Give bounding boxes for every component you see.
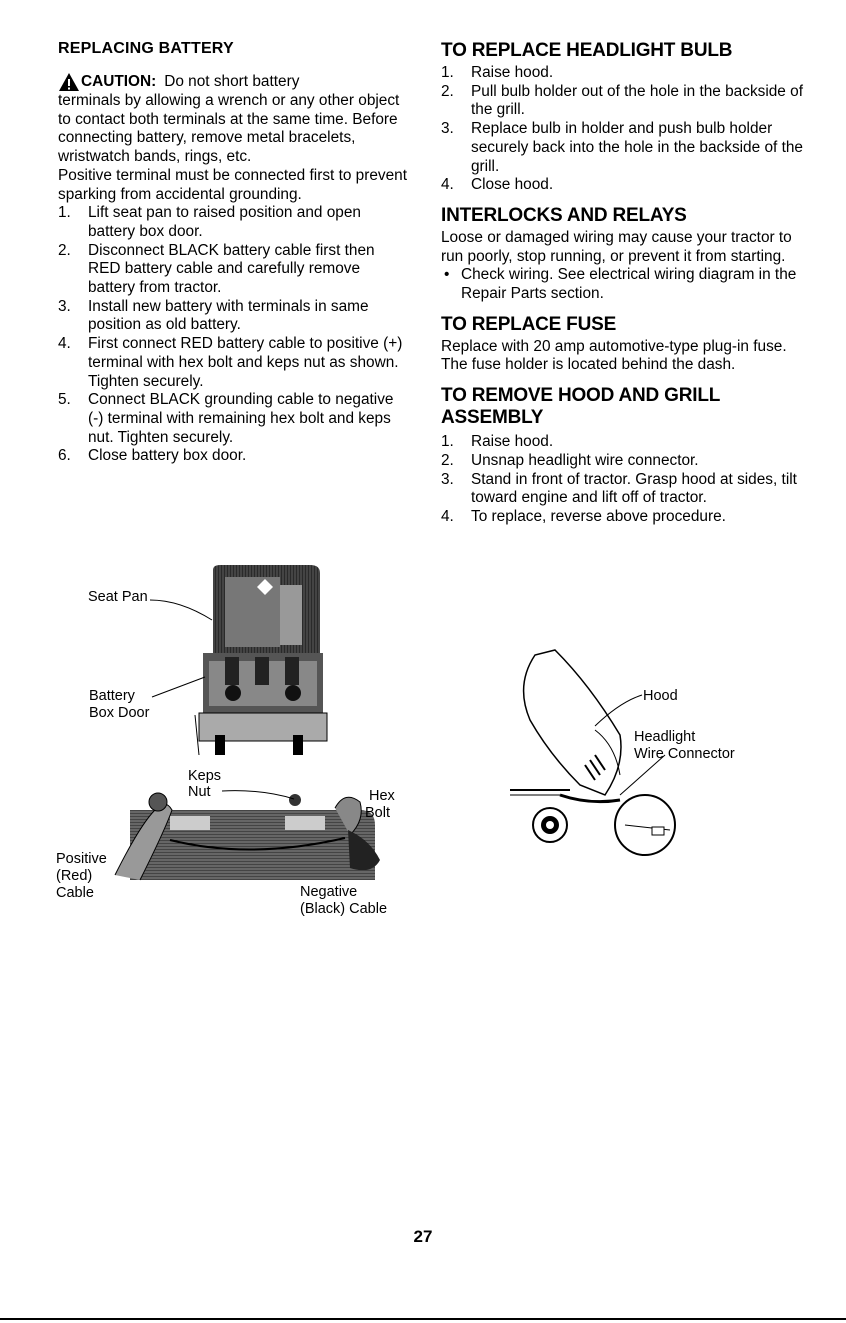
headlight-steps: 1.Raise hood. 2.Pull bulb holder out of … <box>441 64 811 195</box>
battery-step: 3.Install new battery with terminals in … <box>58 297 369 334</box>
battery-step: 6.Close battery box door. <box>58 447 247 465</box>
interlocks-bullets: •Check wiring. See electrical wiring dia… <box>441 266 811 303</box>
positive-cable-label-3: Cable <box>56 885 94 901</box>
headlight-connector-label-1: Headlight <box>634 729 696 745</box>
battery-step: 5.Connect BLACK grounding cable to negat… <box>58 391 394 446</box>
headlight-connector-label-2: Wire Connector <box>634 746 735 762</box>
hood-heading-2: ASSEMBLY <box>441 407 544 429</box>
hood-steps: 1.Raise hood. 2.Unsnap headlight wire co… <box>441 433 811 527</box>
headlight-step: 4.Close hood. <box>441 176 554 194</box>
keps-nut-leader-line <box>222 790 295 800</box>
seat-pan-leader-line <box>150 599 213 621</box>
hood-leader-line <box>594 694 643 727</box>
page-number: 27 <box>413 1227 433 1246</box>
interlocks-text: Loose or damaged wiring may cause your t… <box>441 228 792 265</box>
battery-box-door-label-1: Battery <box>89 688 135 704</box>
battery-box-illustration <box>194 565 328 756</box>
battery-step: 2.Disconnect BLACK battery cable first t… <box>58 241 375 297</box>
battery-step: 4.First connect RED battery cable to pos… <box>58 335 403 390</box>
caution-text: terminals by allowing a wrench or any ot… <box>58 92 400 166</box>
hood-step: 4.To replace, reverse above procedure. <box>441 507 726 525</box>
caution-line: CAUTION: Do not short battery <box>58 72 408 92</box>
interlocks-section: INTERLOCKS AND RELAYS Loose or damaged w… <box>441 205 811 304</box>
hex-bolt-label-2: Bolt <box>365 805 390 821</box>
caution-note: Positive terminal must be connected firs… <box>58 166 408 203</box>
battery-step: 1.Lift seat pan to raised position and o… <box>58 204 361 240</box>
interlocks-heading: INTERLOCKS AND RELAYS <box>441 204 687 226</box>
headlight-heading: TO REPLACE HEADLIGHT BULB <box>441 40 733 61</box>
seat-pan-label: Seat Pan <box>88 589 148 605</box>
hood-section: TO REMOVE HOOD AND GRILL ASSEMBLY 1.Rais… <box>441 385 811 527</box>
replacing-battery-heading: REPLACING BATTERY <box>58 40 234 57</box>
battery-steps: 1.Lift seat pan to raised position and o… <box>58 204 408 466</box>
caution-first: Do not short battery <box>164 73 300 91</box>
right-column: TO REPLACE HEADLIGHT BULB 1.Raise hood. … <box>441 40 811 527</box>
hood-step: 3.Stand in front of tractor. Grasp hood … <box>441 470 797 507</box>
hood-illustration <box>510 649 676 856</box>
fuse-heading: TO REPLACE FUSE <box>441 313 617 335</box>
warning-triangle-icon <box>59 73 79 91</box>
positive-cable-label-1: Positive <box>56 851 107 867</box>
battery-box-door-label-2: Box Door <box>89 705 150 721</box>
headlight-step: 2.Pull bulb holder out of the hole in th… <box>441 82 803 119</box>
battery-terminal-illustration <box>114 792 380 881</box>
negative-cable-label-2: (Black) Cable <box>300 901 388 917</box>
hood-step: 2.Unsnap headlight wire connector. <box>441 451 699 469</box>
keps-nut-label-2: Nut <box>188 784 211 800</box>
bottom-rule <box>0 1318 846 1320</box>
negative-cable-label-1: Negative <box>300 884 358 900</box>
headlight-step: 3.Replace bulb in holder and push bulb h… <box>441 120 803 175</box>
interlocks-bullet: •Check wiring. See electrical wiring dia… <box>444 266 797 303</box>
hood-step: 1.Raise hood. <box>441 433 554 451</box>
headlight-step: 1.Raise hood. <box>441 64 554 81</box>
hood-heading-1: TO REMOVE HOOD AND GRILL <box>441 385 721 407</box>
caution-label: CAUTION: <box>81 73 157 91</box>
fuse-section: TO REPLACE FUSE Replace with 20 amp auto… <box>441 314 811 375</box>
left-column: REPLACING BATTERY CAUTION: Do not short … <box>58 40 408 466</box>
hood-label: Hood <box>643 688 678 704</box>
hex-bolt-label-1: Hex <box>369 788 395 804</box>
box-door-leader-line <box>151 676 206 698</box>
positive-cable-label-2: (Red) <box>56 868 93 884</box>
fuse-text: Replace with 20 amp automotive-type plug… <box>441 337 787 374</box>
keps-nut-label-1: Keps <box>188 768 222 784</box>
